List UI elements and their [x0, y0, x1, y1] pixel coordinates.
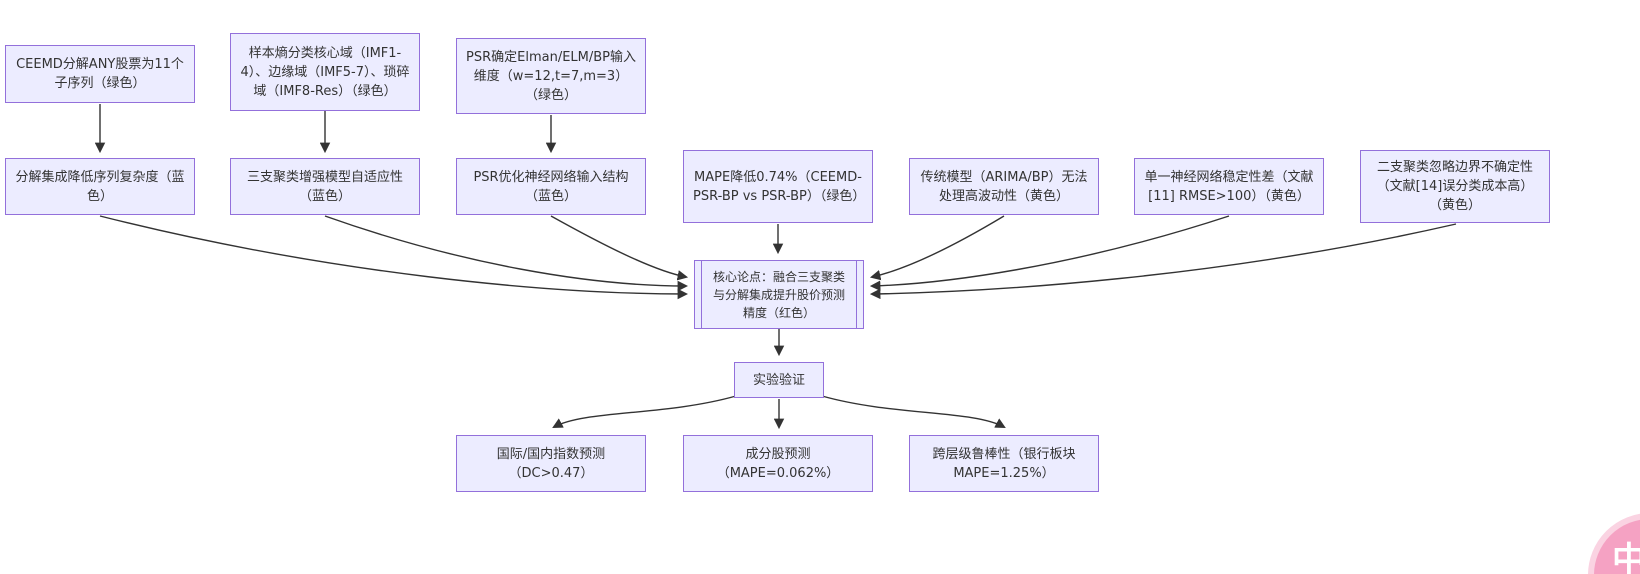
node-label: 核心论点：融合三支聚类与分解集成提升股价预测精度（红色） — [712, 269, 845, 320]
node-two-way-limit: 二支聚类忽略边界不确定性（文献[14]误分类成本高）（黄色） — [1360, 150, 1550, 223]
node-stock-prediction: 成分股预测（MAPE=0.062%） — [683, 435, 873, 492]
node-label: 分解集成降低序列复杂度（蓝色） — [15, 169, 185, 204]
node-robustness: 跨层级鲁棒性（银行板块MAPE=1.25%） — [909, 435, 1099, 492]
edge-experiment-robust — [821, 395, 1006, 429]
edge-decomp-core — [99, 215, 689, 300]
node-ceemd: CEEMD分解ANY股票为11个子序列（绿色） — [5, 45, 195, 103]
edge-singlenn-core — [869, 215, 1230, 291]
node-label: 单一神经网络稳定性差（文献[11] RMSE>100）（黄色） — [1144, 169, 1314, 204]
edge-twoway-core — [869, 223, 1457, 300]
node-label: 国际/国内指数预测（DC>0.47） — [496, 446, 606, 481]
node-core-thesis: 核心论点：融合三支聚类与分解集成提升股价预测精度（红色） — [694, 260, 864, 329]
node-index-prediction: 国际/国内指数预测（DC>0.47） — [456, 435, 646, 492]
edge-psrstruct-core — [550, 215, 689, 281]
node-label: 跨层级鲁棒性（银行板块MAPE=1.25%） — [932, 446, 1076, 481]
node-label: PSR优化神经网络输入结构（蓝色） — [473, 169, 629, 204]
node-sample-entropy: 样本熵分类核心域（IMF1-4）、边缘域（IMF5-7）、琐碎域（IMF8-Re… — [230, 33, 420, 111]
edge-traditional-core — [869, 215, 1005, 281]
node-mape-improve: MAPE降低0.74%（CEEMD-PSR-BP vs PSR-BP）（绿色） — [683, 150, 873, 223]
node-label: 三支聚类增强模型自适应性（蓝色） — [246, 169, 403, 204]
node-label: 实验验证 — [752, 372, 805, 388]
edge-experiment-index — [552, 395, 737, 429]
node-label: CEEMD分解ANY股票为11个子序列（绿色） — [16, 57, 184, 91]
node-label: 样本熵分类核心域（IMF1-4）、边缘域（IMF5-7）、琐碎域（IMF8-Re… — [240, 45, 410, 99]
node-traditional-limit: 传统模型（ARIMA/BP）无法处理高波动性（黄色） — [909, 158, 1099, 215]
node-experiment: 实验验证 — [734, 362, 824, 398]
node-psr-dimension: PSR确定Elman/ELM/BP输入维度（w=12,t=7,m=3）（绿色） — [456, 38, 646, 114]
node-label: 成分股预测（MAPE=0.062%） — [716, 446, 840, 481]
node-label: PSR确定Elman/ELM/BP输入维度（w=12,t=7,m=3）（绿色） — [466, 49, 637, 103]
node-label: 二支聚类忽略边界不确定性（文献[14]误分类成本高）（黄色） — [1376, 160, 1534, 213]
node-psr-structure: PSR优化神经网络输入结构（蓝色） — [456, 158, 646, 215]
translate-icon: 中A — [1612, 540, 1640, 574]
node-three-way-clustering: 三支聚类增强模型自适应性（蓝色） — [230, 158, 420, 215]
node-single-nn-limit: 单一神经网络稳定性差（文献[11] RMSE>100）（黄色） — [1134, 158, 1324, 215]
node-label: 传统模型（ARIMA/BP）无法处理高波动性（黄色） — [920, 169, 1088, 204]
node-label: MAPE降低0.74%（CEEMD-PSR-BP vs PSR-BP）（绿色） — [693, 169, 866, 204]
node-decomp-integration: 分解集成降低序列复杂度（蓝色） — [5, 158, 195, 215]
edge-threeway-core — [324, 215, 689, 292]
